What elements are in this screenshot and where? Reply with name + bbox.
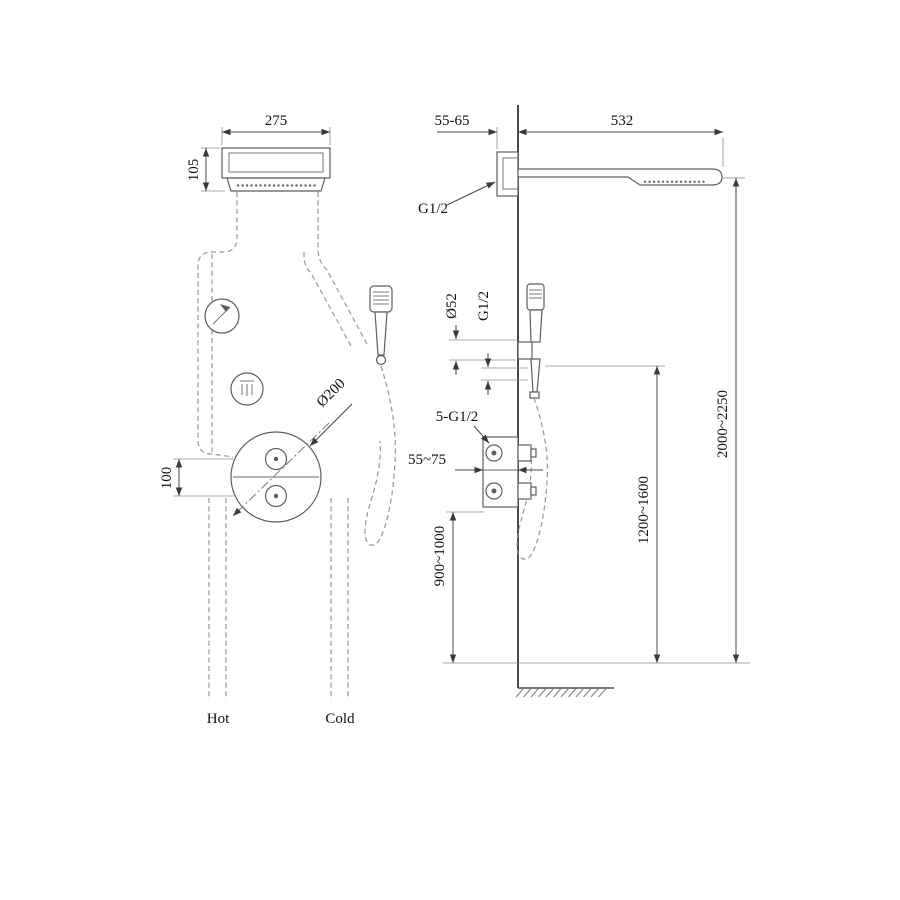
handshower-diameter-dim: Ø52 <box>444 293 516 375</box>
dimension-valve-depth: 55~75 <box>408 452 543 474</box>
hand-shower-front <box>364 285 396 546</box>
dimension-head-height-side: 2000~2250 <box>715 177 745 663</box>
valve-threads-callout: 5-G1/2 <box>436 409 490 444</box>
handshower-thread-value: G1/2 <box>476 291 492 321</box>
diverter-symbol <box>204 298 240 334</box>
hose-hook <box>375 354 387 366</box>
hot-label: Hot <box>207 711 230 727</box>
cold-label: Cold <box>325 711 355 727</box>
head-height-value: 105 <box>186 159 202 182</box>
handshower-diameter-value: Ø52 <box>444 293 460 319</box>
hose-nut <box>529 391 540 399</box>
upper-port <box>485 444 503 462</box>
handshower-thread-dim: G1/2 <box>476 291 528 395</box>
upper-knob <box>264 447 288 471</box>
mixer-valve-side <box>482 436 537 508</box>
rain-shower-head-front <box>221 147 331 192</box>
dimension-head-width: 275 <box>221 113 331 145</box>
valve-height-value: 900~1000 <box>432 526 448 587</box>
shower-arm-profile <box>517 168 723 186</box>
wall-offset-value: 55-65 <box>435 113 470 129</box>
dimension-wall-offset: 55-65 <box>435 113 498 149</box>
dimension-handle-spacing: 100 <box>159 458 234 497</box>
rain-shower-head-side <box>496 151 723 197</box>
lever-icon <box>220 304 230 312</box>
head-width-value: 275 <box>265 113 288 129</box>
arm-length-value: 532 <box>611 113 634 129</box>
spray-symbol <box>230 372 264 406</box>
head-height-range-value: 2000~2250 <box>715 390 731 458</box>
handshower-height-value: 1200~1600 <box>636 476 652 544</box>
arm-thread-callout: G1/2 <box>418 181 496 217</box>
dimension-arm-length: 532 <box>518 113 724 167</box>
dimension-valve-height: 900~1000 <box>432 511 484 663</box>
valve-threads-value: 5-G1/2 <box>436 409 479 425</box>
lower-port <box>485 482 503 500</box>
hand-shower-hose-front <box>364 365 396 546</box>
arm-thread-value: G1/2 <box>418 201 448 217</box>
dimension-head-height: 105 <box>186 147 225 192</box>
concealed-pipes-front <box>197 192 368 700</box>
hand-shower-holder <box>517 341 533 360</box>
valve-depth-value: 55~75 <box>408 452 446 468</box>
floor-hatching <box>515 687 607 698</box>
shower-spray-icon <box>240 380 254 396</box>
handle-spacing-value: 100 <box>159 467 175 490</box>
dimension-handshower-height: 1200~1600 <box>545 365 665 663</box>
lower-knob <box>264 484 288 508</box>
side-view: 55-65 532 G1/2 Ø52 <box>408 105 750 698</box>
floor <box>443 662 750 698</box>
